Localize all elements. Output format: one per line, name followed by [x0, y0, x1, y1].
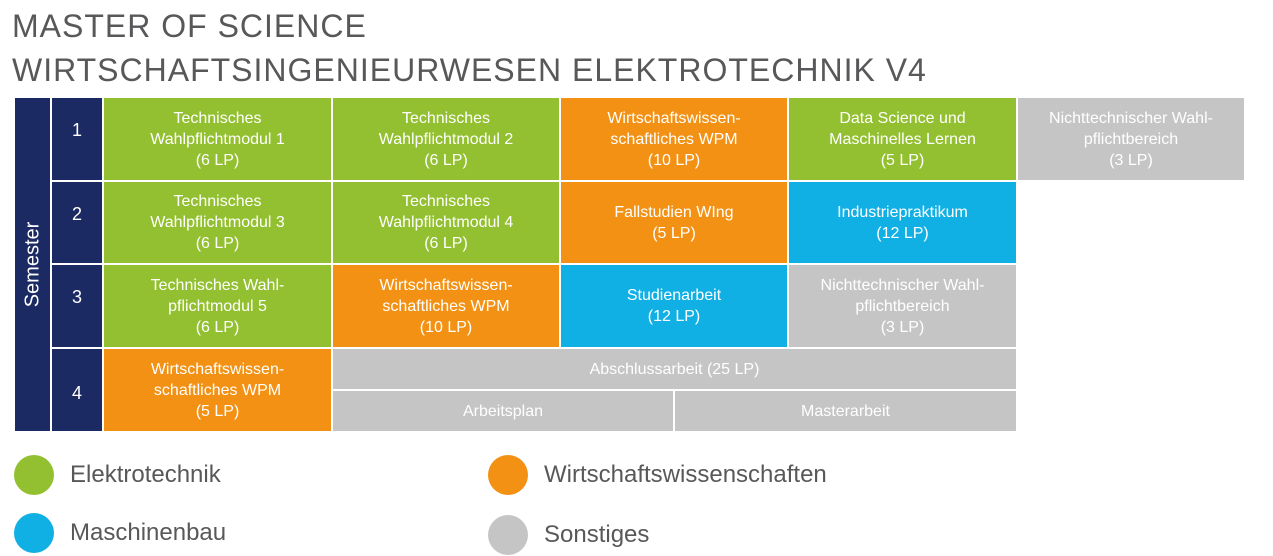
module-cell: Studienarbeit (12 LP) [561, 265, 787, 347]
semester-label: Semester [15, 98, 50, 431]
semester-number: 1 [52, 98, 102, 180]
title-line-1: MASTER OF SCIENCE [12, 8, 367, 44]
legend-dot [14, 455, 54, 495]
legend-item: Wirtschaftswissenschaften [488, 455, 827, 495]
legend-label: Sonstiges [544, 521, 650, 548]
thesis-cell: Abschlussarbeit (25 LP) [333, 349, 1016, 389]
work-plan-cell: Arbeitsplan [333, 391, 673, 431]
legend-item: Elektrotechnik [14, 455, 221, 495]
module-cell: Wirtschaftswissen- schaftliches WPM (5 L… [104, 349, 331, 431]
semester-number: 3 [52, 265, 102, 347]
legend-dot [14, 513, 54, 553]
module-cell: Fallstudien WIng (5 LP) [561, 182, 787, 263]
module-cell: Technisches Wahlpflichtmodul 2 (6 LP) [333, 98, 559, 180]
module-cell: Industriepraktikum (12 LP) [789, 182, 1016, 263]
legend-label: Elektrotechnik [70, 461, 221, 488]
module-cell: Technisches Wahlpflichtmodul 3 (6 LP) [104, 182, 331, 263]
module-cell: Wirtschaftswissen- schaftliches WPM (10 … [561, 98, 787, 180]
module-cell: Data Science und Maschinelles Lernen (5 … [789, 98, 1016, 180]
legend-dot [488, 455, 528, 495]
legend-item: Maschinenbau [14, 513, 226, 553]
legend-item: Sonstiges [488, 515, 649, 555]
semester-label-text: Semester [21, 221, 43, 308]
master-thesis-cell: Masterarbeit [675, 391, 1016, 431]
semester-number: 4 [52, 349, 102, 431]
legend-dot [488, 515, 528, 555]
module-cell: Wirtschaftswissen- schaftliches WPM (10 … [333, 265, 559, 347]
module-cell: Technisches Wahlpflichtmodul 4 (6 LP) [333, 182, 559, 263]
module-cell: Technisches Wahl- pflichtmodul 5 (6 LP) [104, 265, 331, 347]
title-line-2: WIRTSCHAFTSINGENIEURWESEN ELEKTROTECHNIK… [12, 52, 927, 88]
legend-label: Maschinenbau [70, 519, 227, 546]
semester-number: 2 [52, 182, 102, 263]
module-cell: Technisches Wahlpflichtmodul 1 (6 LP) [104, 98, 331, 180]
module-cell: Nichttechnischer Wahl- pflichtbereich (3… [789, 265, 1016, 347]
module-cell: Nichttechnischer Wahl- pflichtbereich (3… [1018, 98, 1244, 180]
legend-label: Wirtschaftswissenschaften [544, 461, 827, 488]
